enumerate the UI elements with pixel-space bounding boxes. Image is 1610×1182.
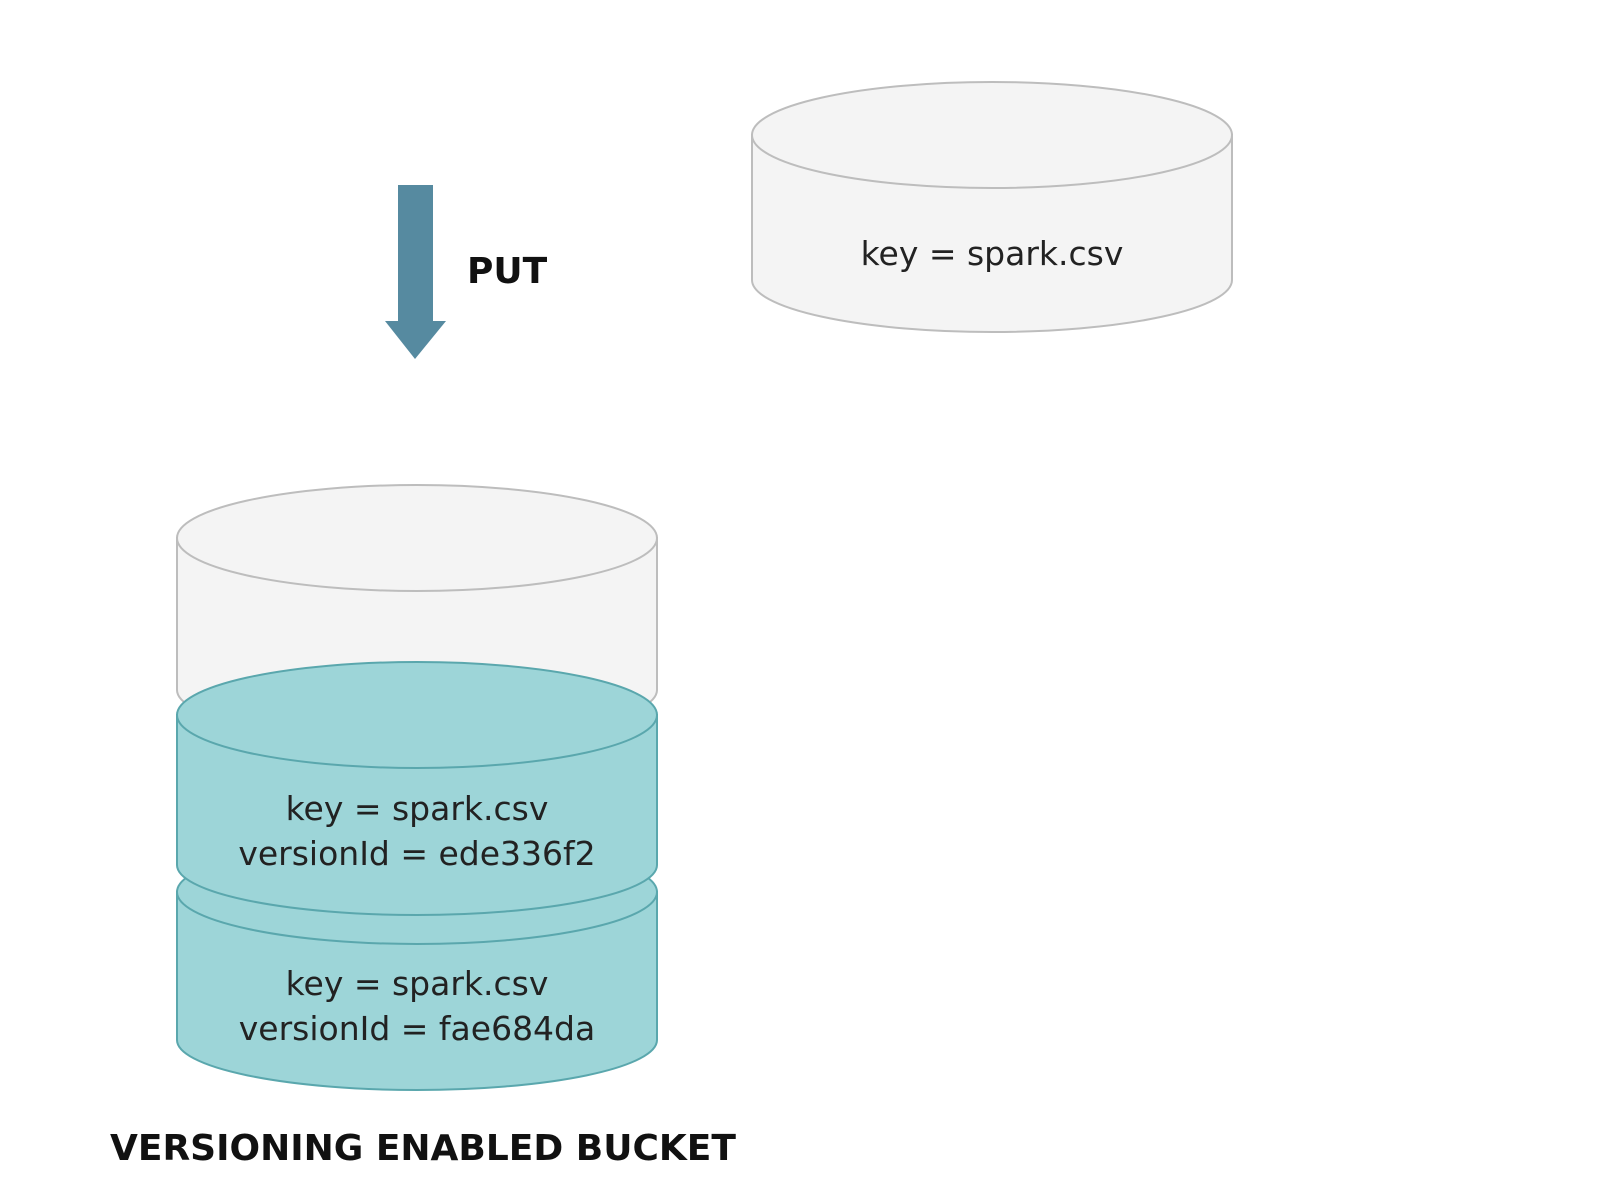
put-arrow-shaft: [398, 185, 433, 322]
version-latest-id-text: versionId = ede336f2: [238, 834, 595, 873]
incoming-key-text: key = spark.csv: [861, 234, 1124, 273]
incoming-disk-top: [751, 81, 1233, 189]
put-arrow: [385, 185, 446, 359]
version-old-id-text: versionId = fae684da: [239, 1009, 595, 1048]
version-latest-top: [176, 661, 658, 769]
put-label: PUT: [467, 251, 548, 292]
version-latest-key-text: key = spark.csv: [286, 789, 549, 828]
empty-slot-top: [176, 484, 658, 592]
version-latest-body: [176, 714, 658, 916]
incoming-disk-body: [751, 134, 1233, 333]
version-old-body: [176, 891, 658, 1091]
version-disk-latest: key = spark.csv versionId = ede336f2: [176, 661, 658, 916]
incoming-object-disk: key = spark.csv: [751, 81, 1233, 333]
version-old-key-text: key = spark.csv: [286, 964, 549, 1003]
put-arrow-head: [385, 321, 446, 359]
bucket-caption: VERSIONING ENABLED BUCKET: [110, 1128, 736, 1169]
